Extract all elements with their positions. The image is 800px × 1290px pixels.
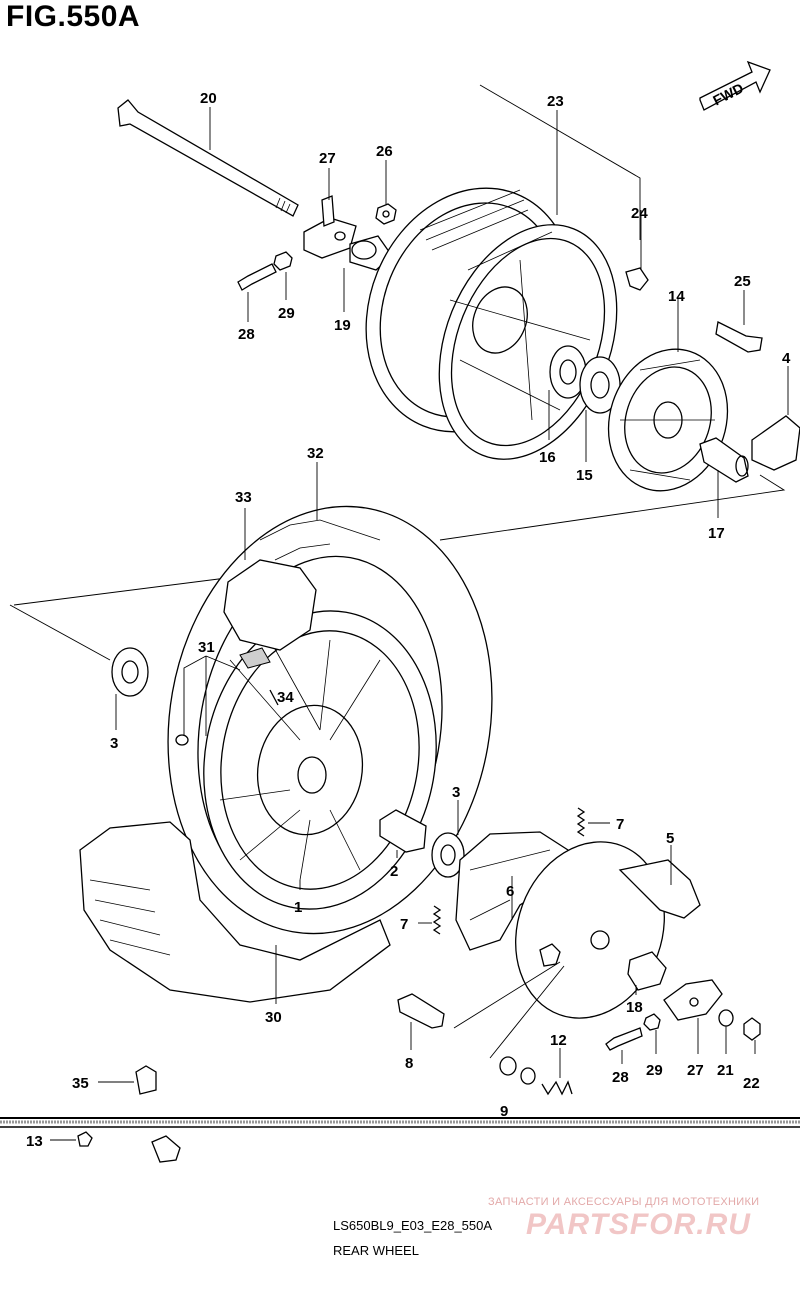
leader-lines [50, 107, 789, 1141]
callout-17: 17 [708, 525, 725, 542]
callout-27-lower: 27 [687, 1062, 704, 1079]
cushion-part-4 [751, 415, 800, 471]
callout-12: 12 [550, 1032, 567, 1049]
spacer-part-2 [379, 809, 427, 853]
callout-3-right: 3 [452, 784, 460, 801]
tire-part-30 [79, 821, 391, 1003]
callout-labels: 20 27 26 23 24 25 14 4 29 28 19 16 15 17… [26, 90, 791, 1150]
spacer-part-18 [627, 951, 667, 991]
watermark-logo: PARTSFOR.RU [526, 1208, 751, 1241]
callout-28: 28 [238, 326, 255, 343]
adjuster-part-27-lower [663, 979, 723, 1021]
watermark-tagline: ЗАПЧАСТИ И АКСЕССУАРЫ ДЛЯ МОТОТЕХНИКИ [488, 1196, 760, 1208]
nut-part-22 [743, 1017, 761, 1041]
spring-part-7-upper [576, 807, 586, 837]
bolt-part-25 [715, 321, 763, 353]
callout-21: 21 [717, 1062, 734, 1079]
sprocket-hub-part-23 [365, 187, 618, 460]
callout-27: 27 [319, 150, 336, 167]
figure-name: REAR WHEEL [333, 1243, 419, 1258]
callout-6: 6 [506, 883, 514, 900]
brake-panel-part-5 [515, 841, 701, 1019]
bolt-part-24 [625, 267, 649, 291]
callout-15: 15 [576, 467, 593, 484]
callout-35: 35 [72, 1075, 89, 1092]
washer-part-9 [499, 1056, 536, 1085]
callout-9: 9 [500, 1103, 508, 1120]
callout-16: 16 [539, 449, 556, 466]
callout-5: 5 [666, 830, 674, 847]
bolt-part-28-lower [605, 1027, 643, 1051]
spring-part-7-lower [432, 905, 442, 935]
callout-3-left: 3 [110, 735, 118, 752]
washer-part-21 [718, 1009, 734, 1027]
spoke-nipple-part-31 [175, 734, 189, 746]
callout-7-lower: 7 [400, 916, 408, 933]
callout-26: 26 [376, 143, 393, 160]
bearing-part-16 [549, 345, 587, 399]
nut-part-29 [273, 251, 293, 271]
figure-title: FIG.550A [6, 0, 141, 33]
callout-25: 25 [734, 273, 751, 290]
bearing-part-3-right [431, 832, 465, 878]
callout-20: 20 [200, 90, 217, 107]
spring-part-12 [541, 1080, 573, 1096]
hub-cushion-part-14 [607, 348, 729, 492]
shaft-part-17 [699, 437, 749, 483]
callout-24: 24 [631, 205, 648, 222]
tube-part-33 [223, 559, 317, 669]
callout-4: 4 [782, 350, 791, 367]
valve-cap-part-35 [135, 1065, 157, 1095]
callout-29: 29 [278, 305, 295, 322]
bearing-part-15 [579, 356, 621, 414]
fwd-label: FWD [710, 80, 746, 109]
callout-2: 2 [390, 863, 398, 880]
valve-part-34 [269, 689, 279, 706]
callout-29-lower: 29 [646, 1062, 663, 1079]
rim-part-1 [203, 610, 437, 910]
callout-14: 14 [668, 288, 685, 305]
axle-part-20 [117, 99, 299, 217]
callout-13: 13 [26, 1133, 43, 1150]
nut-part-29-lower [643, 1013, 661, 1031]
model-code: LS650BL9_E03_E28_550A [333, 1218, 493, 1233]
callout-19: 19 [334, 317, 351, 334]
callout-31: 31 [198, 639, 215, 656]
callout-18: 18 [626, 999, 643, 1016]
callout-1: 1 [294, 899, 302, 916]
nut-part-26 [375, 203, 397, 225]
callout-7-upper: 7 [616, 816, 624, 833]
callout-28-lower: 28 [612, 1069, 629, 1086]
callout-33: 33 [235, 489, 252, 506]
callout-30: 30 [265, 1009, 282, 1026]
adjuster-part-27 [303, 195, 357, 259]
callout-32: 32 [307, 445, 324, 462]
bolt-part-28 [237, 263, 277, 291]
clip-part-13 [77, 1131, 181, 1163]
ground-band [0, 1117, 800, 1128]
callout-8: 8 [405, 1055, 413, 1072]
callout-34: 34 [277, 689, 294, 706]
callout-22: 22 [743, 1075, 760, 1092]
callout-23: 23 [547, 93, 564, 110]
cam-part-8 [397, 993, 445, 1029]
bearing-part-3-left [111, 647, 149, 697]
fwd-arrow-icon: FWD [699, 60, 771, 111]
